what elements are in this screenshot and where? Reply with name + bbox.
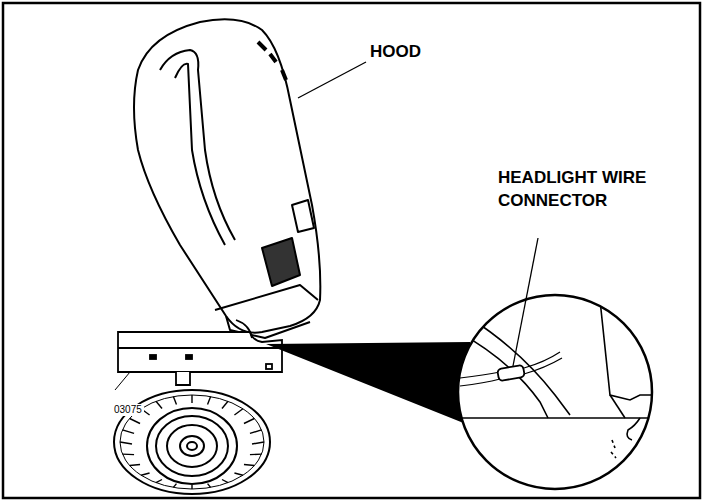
tread-line <box>122 453 134 455</box>
tread-line <box>252 442 264 444</box>
part-label: HEADLIGHT WIRE CONNECTOR <box>496 166 650 212</box>
tread-line <box>191 395 192 403</box>
tread-line <box>173 484 176 488</box>
tread-line <box>250 453 262 455</box>
frame-rail <box>118 320 282 385</box>
tread-line <box>191 485 192 489</box>
connector-leader <box>513 238 538 366</box>
tread-line <box>156 480 162 483</box>
figure-number: 03075 <box>112 404 144 416</box>
callout-wedge <box>266 342 476 428</box>
tread-line <box>173 397 176 405</box>
tread-line <box>156 401 162 408</box>
tread-line <box>208 397 211 405</box>
tread-line <box>244 419 254 424</box>
tread-line <box>250 430 262 434</box>
hood-illustration <box>134 19 320 338</box>
part-leader <box>115 372 130 390</box>
tread-line <box>130 465 140 466</box>
detail-circle <box>458 295 652 489</box>
tread-line <box>120 442 132 444</box>
hood-leader <box>298 62 366 98</box>
tread-line <box>244 465 254 466</box>
frame <box>3 3 700 498</box>
tread-line <box>122 430 134 434</box>
tread-line <box>130 419 140 424</box>
detail-view <box>455 300 660 500</box>
tread-line <box>222 401 228 408</box>
tread-line <box>234 409 242 415</box>
tread-line <box>208 484 211 488</box>
tread-line <box>234 473 242 475</box>
tread-line <box>141 473 149 475</box>
part-label: HOOD <box>368 42 423 62</box>
tread-line <box>222 480 228 483</box>
